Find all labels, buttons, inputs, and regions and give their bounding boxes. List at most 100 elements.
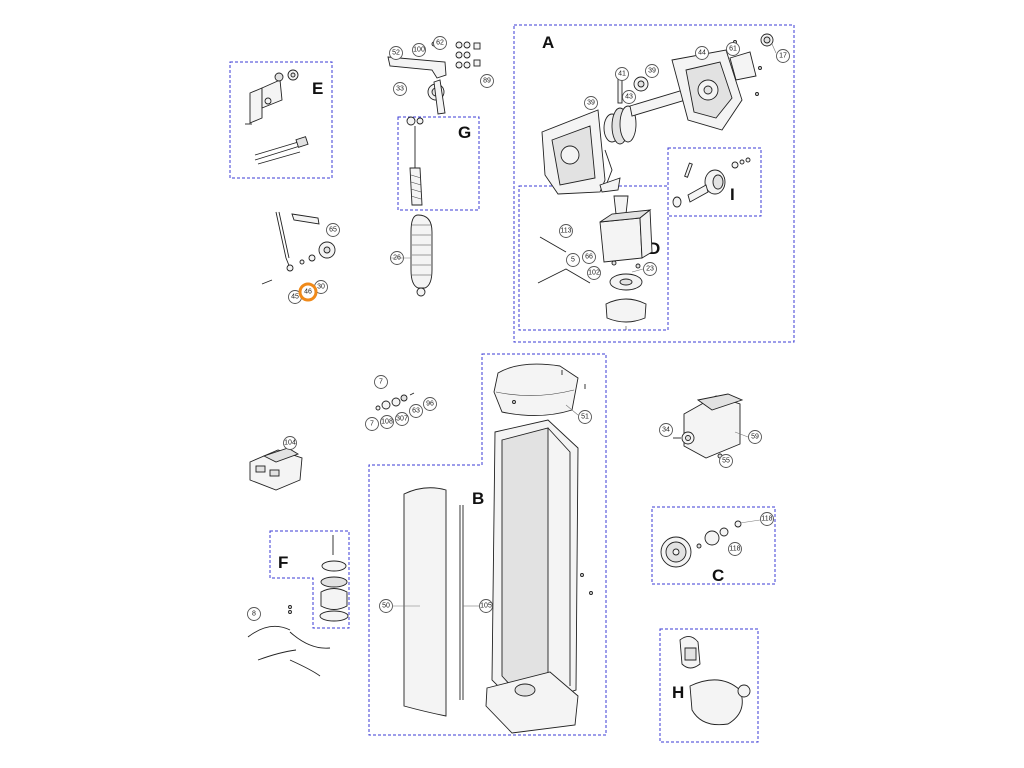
svg-text:39: 39	[648, 68, 656, 75]
callout-34: 34	[659, 423, 673, 437]
part-cabinet	[485, 419, 593, 734]
svg-text:100: 100	[413, 47, 425, 54]
section-e-box	[229, 61, 333, 179]
section-boxes	[229, 24, 795, 743]
section-label-a: A	[542, 33, 554, 52]
svg-text:17: 17	[779, 53, 787, 60]
callout-59: 59	[748, 430, 762, 444]
svg-text:8: 8	[252, 611, 256, 618]
svg-text:44: 44	[698, 50, 706, 57]
svg-text:89: 89	[483, 78, 491, 85]
callout-17: 17	[776, 49, 790, 63]
callout-43: 43	[622, 90, 636, 104]
section-label-i: I	[730, 185, 735, 204]
part-handwheel-c	[660, 520, 742, 568]
svg-text:59: 59	[751, 434, 759, 441]
svg-text:118: 118	[761, 516, 772, 523]
svg-text:7: 7	[370, 421, 374, 428]
callout-63: 63	[409, 404, 423, 418]
svg-text:96: 96	[426, 401, 434, 408]
svg-text:108: 108	[381, 419, 393, 426]
svg-text:51: 51	[581, 414, 589, 421]
callout-51: 51	[578, 410, 592, 424]
callout-50: 50	[379, 599, 393, 613]
svg-text:55: 55	[722, 458, 730, 465]
callout-65: 65	[326, 223, 340, 237]
section-g-box	[397, 116, 480, 211]
svg-text:30: 30	[317, 284, 325, 291]
svg-text:65: 65	[329, 227, 337, 234]
callout-307: 307	[395, 412, 409, 426]
callout-5: 5	[566, 253, 580, 267]
part-spring-g	[387, 41, 481, 297]
svg-text:113: 113	[560, 228, 571, 235]
svg-text:52: 52	[392, 50, 400, 57]
svg-text:66: 66	[585, 254, 593, 261]
callout-118-lower: 118	[728, 542, 742, 556]
part-drawings	[245, 33, 774, 734]
callout-66: 66	[582, 250, 596, 264]
svg-text:118: 118	[729, 546, 740, 553]
part-motor-d	[537, 195, 653, 330]
svg-text:102: 102	[588, 270, 600, 277]
svg-text:46: 46	[304, 289, 312, 296]
svg-text:43: 43	[625, 94, 633, 101]
callout-62: 62	[433, 36, 447, 50]
callout-41: 41	[615, 67, 629, 81]
callout-30: 30	[314, 280, 328, 294]
callout-108: 108	[380, 415, 394, 429]
section-label-e: E	[312, 79, 323, 98]
svg-text:34: 34	[662, 427, 670, 434]
part-worm-gear-i	[672, 157, 751, 208]
callout-102: 102	[587, 266, 601, 280]
svg-text:23: 23	[646, 266, 654, 273]
leader-lines	[391, 43, 777, 607]
callout-39-left: 39	[584, 96, 598, 110]
svg-text:7: 7	[379, 379, 383, 386]
svg-text:41: 41	[618, 71, 626, 78]
svg-text:45: 45	[291, 294, 299, 301]
part-mount-bracket	[673, 393, 744, 459]
callout-39-top: 39	[645, 64, 659, 78]
svg-text:104: 104	[284, 440, 296, 447]
callouts: 52 100 62 89 33 17 44 61 41 39 39 43 113…	[247, 36, 790, 621]
part-gearbox-a	[541, 33, 774, 195]
callout-104: 104	[283, 436, 297, 450]
callout-33: 33	[393, 82, 407, 96]
svg-text:5: 5	[571, 257, 575, 264]
section-label-c: C	[712, 566, 724, 585]
section-label-h: H	[672, 683, 684, 702]
svg-text:39: 39	[587, 100, 595, 107]
part-spacer-stack-f	[319, 535, 349, 622]
section-d-box	[518, 185, 669, 331]
callout-7-top: 7	[374, 375, 388, 389]
callout-61: 61	[726, 42, 740, 56]
callout-100: 100	[412, 43, 426, 57]
callout-89: 89	[480, 74, 494, 88]
section-label-g: G	[458, 123, 471, 142]
svg-text:62: 62	[436, 40, 444, 47]
svg-text:33: 33	[396, 86, 404, 93]
callout-118-right: 118	[760, 512, 774, 526]
callout-46-highlighted[interactable]: 46	[298, 282, 318, 302]
callout-23: 23	[643, 262, 657, 276]
svg-text:50: 50	[382, 603, 390, 610]
section-h-box	[659, 628, 759, 743]
svg-text:307: 307	[396, 416, 408, 423]
callout-55: 55	[719, 454, 733, 468]
svg-text:63: 63	[412, 408, 420, 415]
callout-8: 8	[247, 607, 261, 621]
section-c-box	[651, 506, 776, 585]
part-covers-h	[679, 636, 751, 726]
callout-52: 52	[389, 46, 403, 60]
callout-44: 44	[695, 46, 709, 60]
section-label-f: F	[278, 553, 288, 572]
section-b-box	[368, 353, 607, 736]
part-control-board	[249, 447, 303, 491]
callout-7-bottom: 7	[365, 417, 379, 431]
section-label-b: B	[472, 489, 484, 508]
part-lever-gear	[261, 211, 336, 285]
part-cables	[247, 605, 331, 677]
section-i-box	[667, 147, 762, 217]
